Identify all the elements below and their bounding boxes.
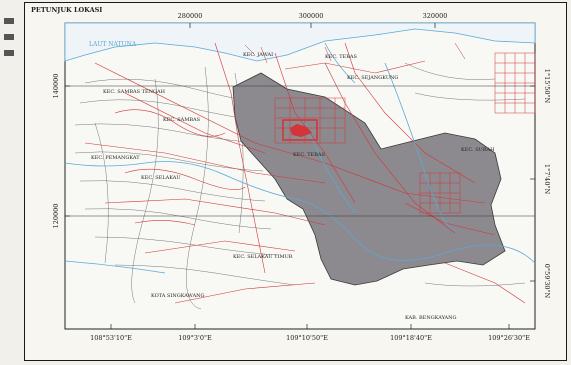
sea-label: LAUT NATUNA [89,41,137,48]
place-label-kec-sejangkung: KEC. SEJANGKUNG [347,75,398,81]
top-tick-label: 300000 [299,12,324,20]
bottom-tick-label: 109°18'40"E [390,334,432,342]
place-label-kec-sambas-tengah: KEC. SAMBAS TENGAH [103,89,166,95]
top-tick-label: 320000 [423,12,448,20]
study-location-box[interactable] [282,119,318,141]
place-label-kec-jawai: KEC. JAWAI [243,52,273,58]
tick-marks [65,23,535,329]
sea-area [64,22,536,62]
coordinate-grid [65,85,535,217]
place-label-kec-subah: KEC. SUBAH [461,147,495,153]
left-tick-label: 140000 [52,74,60,99]
bottom-tick-label: 108°53'10"E [90,334,132,342]
map-frame: PETUNJUK LOKASI LAUT NATUNA [24,2,567,361]
location-map[interactable]: PETUNJUK LOKASI LAUT NATUNA [25,3,565,359]
right-tick-label: 0°59'30"N [543,264,551,299]
right-tick-label: 1°15'50"N [543,69,551,104]
margin-mark [4,50,14,56]
bottom-tick-label: 109°26'30"E [488,334,530,342]
place-label-kec-selakau-timur: KEC. SELAKAU TIMUR [233,254,293,260]
place-label-kec-tebas: KEC. TEBAS [325,54,357,60]
margin-mark [4,18,14,24]
place-label-kab-bengkayang: KAB. BENGKAYANG [405,315,457,321]
place-label-kec-pemangkat: KEC. PEMANGKAT [91,155,140,161]
place-labels: KEC. JAWAI KEC. TEBAS KEC. SEJANGKUNG KE… [91,52,495,321]
bottom-tick-label: 109°3'0"E [178,334,212,342]
place-label-kec-selakau: KEC. SELAKAU [141,175,181,181]
left-tick-label: 120000 [52,204,60,229]
place-label-kec-sambas: KEC. SAMBAS [163,117,201,123]
margin-mark [4,34,14,40]
place-label-kota-singkawang: KOTA SINGKAWANG [151,293,205,299]
settlement-grid [244,42,536,214]
bottom-tick-label: 109°10'50"E [286,334,328,342]
right-tick-label: 1°7'40"N [543,164,551,195]
rivers [64,42,536,274]
top-tick-label: 280000 [178,12,203,20]
map-title: PETUNJUK LOKASI [31,6,102,14]
place-label-kec-tebas-2: KEC. TEBAS [293,152,325,158]
study-location-marker [290,124,312,137]
